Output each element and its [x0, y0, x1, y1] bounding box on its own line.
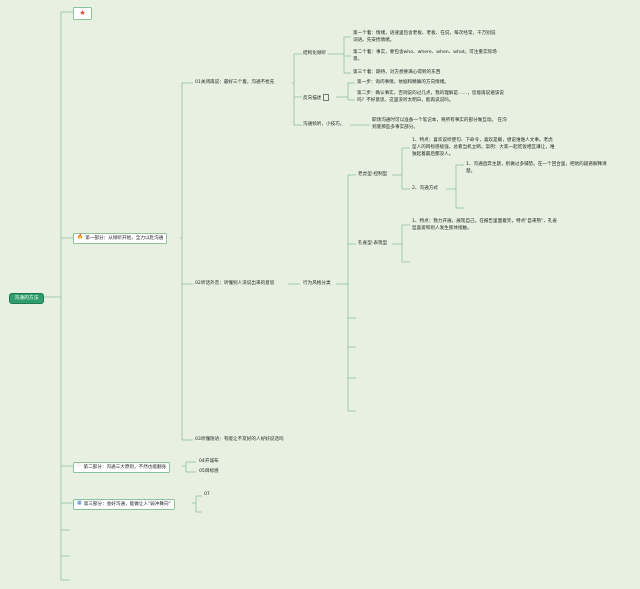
controller-point1c: 独起着最后都没人。	[412, 152, 454, 157]
part2-node[interactable]: ♡第二部分：沟通三大原则，不然也能翻身	[73, 462, 171, 473]
feedback-item-2a: 第二步：确认事实，否则说的过几点，我的理解是……，您能再说遍该说	[357, 91, 505, 96]
part3-node[interactable]: ▦第三部分：会好沟通，能做让人"弱冲舞向"	[73, 499, 175, 510]
starred-node[interactable]: ★	[73, 7, 92, 20]
fire-icon: 🔥	[77, 234, 84, 240]
part3-item-1[interactable]: 07	[204, 492, 210, 497]
part1-node[interactable]: 🔥第一部分：从倾听开始，全力以赴沟通	[73, 233, 168, 244]
tips-label[interactable]: 沟通倾听，小技巧。	[303, 122, 345, 127]
heart-icon: ♡	[77, 463, 82, 469]
controller-sub-a: 1、沟通直奔主题，别做过多铺垫。在一个回合里，把他的疑惑解释清	[466, 162, 607, 167]
peacock-point1a: 1、特点：我力开展，展现自己。在报告里面着笑，特点"自来熟"，孔雀	[412, 219, 557, 224]
structured-item-3: 第三个着：期待，对方想要满心得到的东西	[353, 70, 441, 75]
structured-item-1a: 第一个着：情绪，语速里包含老板、老板、在说，每次经常，千万别说	[353, 31, 496, 36]
part2-item-2[interactable]: 05目标感	[199, 469, 219, 474]
document-icon	[323, 94, 330, 101]
peacock-point1b: 型喜爱和别人发生肢体接触。	[412, 226, 472, 231]
feedback-item-1: 第一步：询问事情，依据和精确的方向情绪。	[357, 80, 449, 85]
controller-label[interactable]: 老虎型-控制型	[358, 172, 388, 177]
root-node[interactable]: 沟通的方法	[9, 293, 44, 304]
controller-sub-b: 楚。	[466, 169, 476, 174]
part2-label: 第二部分：沟通三大原则，不然也能翻身	[83, 465, 167, 470]
tips-item-2: 到底那些多事实部分。	[372, 125, 418, 130]
feedback-item-2b: 吗？不好意思，这里没听太明白，能再说说吗。	[357, 98, 454, 103]
controller-point1b: 型人的目标感极强，总看当机立断。案例：大家一起吃饭相互谦让，唯	[412, 145, 555, 150]
part2-item-1[interactable]: 04开诚布	[199, 459, 219, 464]
structured-item-1b: 词语。先安抚情绪。	[353, 38, 395, 43]
sec3-label[interactable]: 03听懂隐语：有能让不友好的人好好说话吗	[195, 437, 284, 442]
book-icon: ▦	[77, 500, 82, 506]
controller-point2[interactable]: 2、沟通方式	[412, 186, 438, 191]
star-icon: ★	[79, 9, 86, 17]
sec1-label[interactable]: 01关闭再说：最好三个着，沟通不抢先	[195, 80, 275, 85]
behavior-label[interactable]: 行为风格分类	[303, 281, 331, 286]
part1-label: 第一部分：从倾听开始，全力以赴沟通	[85, 236, 164, 241]
peacock-label[interactable]: 孔雀型-表现型	[358, 241, 388, 246]
sec2-label[interactable]: 02听话外音：听懂别人没说出来的意思	[195, 281, 275, 286]
controller-point1a: 1、特点：喜欢说听使句、下命令，喜欢是概，想说谁谁人文事。老虎	[412, 138, 553, 143]
structured-listening-label[interactable]: 结构化倾听	[303, 51, 326, 56]
feedback-label[interactable]: 反向描述	[303, 94, 330, 102]
structured-item-2b: 景。	[353, 57, 363, 62]
tips-item-1: 职场沟通时可以准备一个笔记本，将所有事实的部分做互动。 在沟	[372, 118, 507, 123]
structured-item-2a: 第二个着：事实，要包含who、where、when、what。可注重实际场	[353, 50, 497, 55]
part3-label: 第三部分：会好沟通，能做让人"弱冲舞向"	[83, 502, 171, 507]
